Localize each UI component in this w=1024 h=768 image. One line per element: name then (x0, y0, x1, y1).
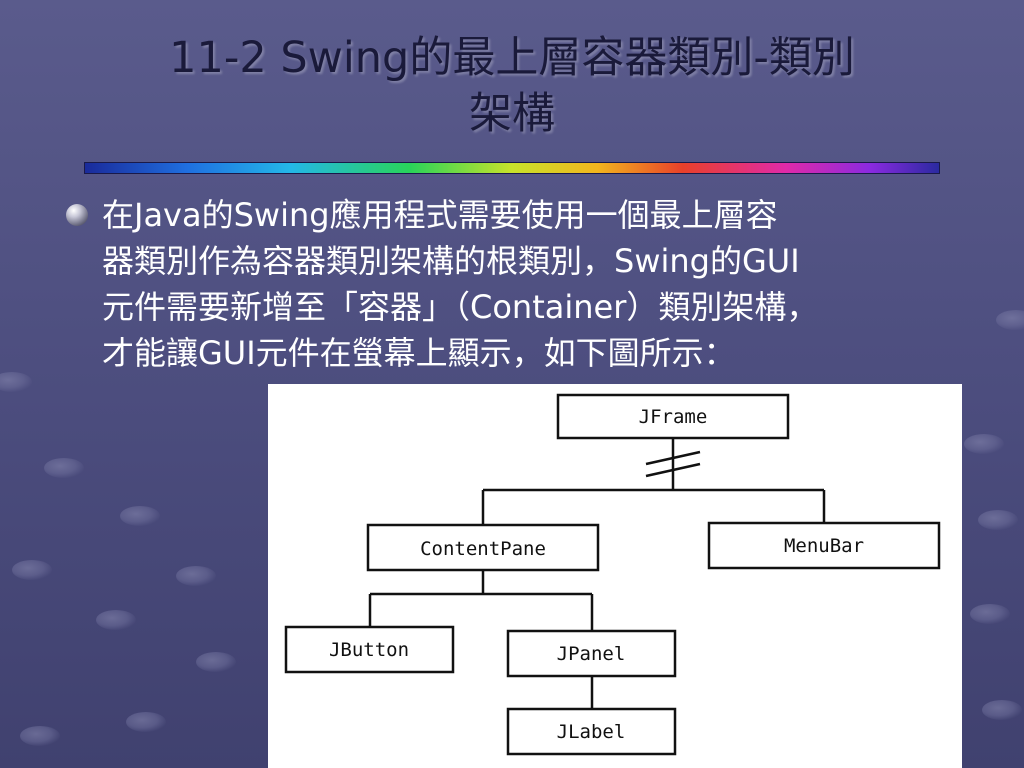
node-label: JPanel (557, 643, 626, 665)
node-box (506, 629, 677, 678)
node-box (506, 707, 677, 756)
node-box (707, 521, 941, 570)
node-label: JLabel (557, 721, 626, 743)
paragraph-line: 在Java的Swing應用程式需要使用一個最上層容 (102, 196, 778, 234)
break-mark-line (645, 462, 701, 478)
slide-title: 11-2 Swing的最上層容器類別-類別 架構 (40, 30, 984, 142)
title-underline-bar (84, 162, 940, 174)
node-jlabel: JLabel (506, 707, 677, 756)
background-dot (44, 458, 84, 478)
background-dot (996, 310, 1024, 330)
slide-title-line-2: 架構 (469, 89, 555, 139)
node-contentpane: ContentPane (366, 523, 600, 572)
node-box (284, 625, 455, 674)
node-jbutton: JButton (284, 625, 455, 674)
node-label: MenuBar (784, 535, 864, 557)
bullet-paragraph: 在Java的Swing應用程式需要使用一個最上層容 器類別作為容器類別架構的根類… (102, 192, 992, 376)
class-hierarchy-diagram: JFrame ContentPane MenuBar JButton JPane… (268, 384, 962, 768)
paragraph-line: 才能讓GUI元件在螢幕上顯示，如下圖所示： (102, 334, 736, 372)
paragraph-line: 元件需要新增至「容器」（Container）類別架構， (102, 288, 819, 326)
background-dot (126, 712, 166, 732)
diagram-canvas: JFrame ContentPane MenuBar JButton JPane… (284, 393, 941, 756)
background-dot (964, 434, 1004, 454)
background-dot (20, 726, 60, 746)
node-jpanel: JPanel (506, 629, 677, 678)
node-box (366, 523, 600, 572)
node-label: ContentPane (420, 538, 546, 560)
node-box (556, 393, 790, 440)
node-jframe: JFrame (556, 393, 790, 440)
background-dot (0, 372, 32, 392)
node-label: JFrame (639, 406, 708, 428)
connector-lines (368, 438, 826, 709)
background-dot (970, 604, 1010, 624)
bullet-icon (66, 204, 88, 226)
paragraph-line: 器類別作為容器類別架構的根類別，Swing的GUI (102, 242, 800, 280)
node-menubar: MenuBar (707, 521, 941, 570)
background-dot (96, 610, 136, 630)
background-dot (12, 560, 52, 580)
background-dot (978, 510, 1018, 530)
node-label: JButton (329, 639, 409, 661)
background-dot (982, 700, 1022, 720)
background-dot (120, 506, 160, 526)
background-dot (176, 566, 216, 586)
background-dot (196, 652, 236, 672)
slide-title-line-1: 11-2 Swing的最上層容器類別-類別 (169, 33, 855, 83)
break-mark-line (645, 450, 701, 466)
